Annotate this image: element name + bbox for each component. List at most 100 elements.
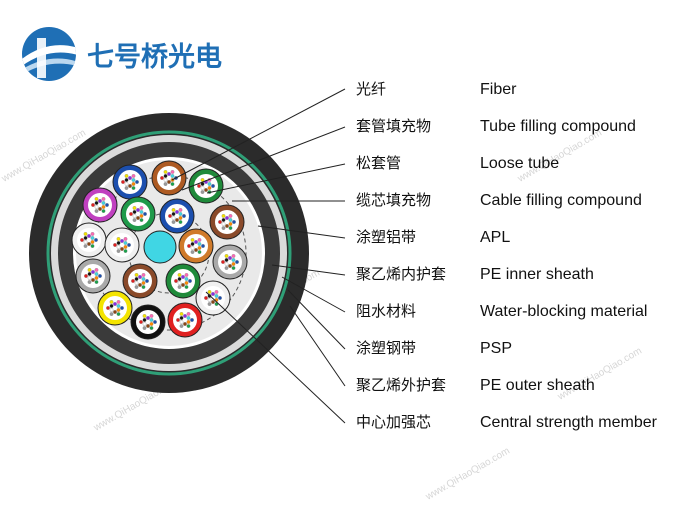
label-list: 光纤 Fiber 套管填充物 Tube filling compound 松套管… bbox=[356, 80, 658, 431]
leader-line-pe-outer bbox=[289, 305, 346, 387]
label-en-pe-inner: PE inner sheath bbox=[480, 266, 594, 283]
optical-fiber bbox=[176, 318, 180, 322]
loose-tubes bbox=[71, 160, 248, 340]
optical-fiber bbox=[194, 240, 198, 244]
optical-fiber bbox=[87, 268, 92, 272]
optical-fiber bbox=[113, 310, 117, 314]
optical-fiber bbox=[135, 180, 139, 184]
optical-fiber bbox=[163, 178, 168, 182]
optical-fiber bbox=[131, 174, 136, 178]
optical-fiber bbox=[134, 277, 139, 281]
optical-fiber bbox=[146, 316, 150, 320]
optical-fiber bbox=[109, 300, 114, 304]
optical-fiber bbox=[179, 312, 184, 316]
optical-fiber bbox=[149, 314, 154, 318]
optical-fiber bbox=[116, 245, 121, 249]
optical-fiber bbox=[113, 243, 117, 247]
optical-fiber bbox=[178, 216, 183, 220]
optical-fiber bbox=[87, 276, 92, 280]
tube-filling-compound bbox=[126, 202, 150, 226]
optical-fiber bbox=[179, 316, 184, 320]
optical-fiber bbox=[197, 242, 202, 246]
optical-fiber bbox=[105, 203, 109, 207]
optical-fiber bbox=[175, 218, 179, 222]
optical-fiber bbox=[177, 285, 182, 289]
optical-fiber bbox=[186, 312, 191, 316]
label-zh-pe-inner: 聚乙烯内护套 bbox=[356, 265, 446, 283]
optical-fiber bbox=[171, 212, 176, 216]
optical-fiber bbox=[231, 258, 236, 262]
optical-fiber bbox=[221, 260, 225, 264]
optical-fiber bbox=[204, 296, 208, 300]
optical-fiber bbox=[141, 281, 146, 285]
optical-fiber bbox=[181, 283, 185, 287]
optical-fiber bbox=[187, 244, 191, 248]
optical-fiber bbox=[129, 212, 133, 216]
optical-fiber bbox=[94, 276, 99, 280]
optical-fiber bbox=[170, 174, 175, 178]
optical-fiber bbox=[142, 326, 147, 330]
optical-fiber bbox=[116, 304, 121, 308]
label-en-cable-filling: Cable filling compound bbox=[480, 192, 642, 209]
optical-fiber bbox=[225, 216, 229, 220]
label-en-central: Central strength member bbox=[480, 414, 658, 431]
optical-fiber bbox=[131, 178, 136, 182]
optical-fiber bbox=[171, 220, 176, 224]
label-en-loose-tube: Loose tube bbox=[480, 155, 559, 172]
optical-fiber bbox=[132, 214, 137, 218]
watermark-text: www.QiHaoQiao.com bbox=[423, 446, 512, 504]
optical-fiber bbox=[175, 210, 179, 214]
optical-fiber bbox=[123, 249, 128, 253]
optical-fiber bbox=[116, 312, 121, 316]
leader-line-apl bbox=[257, 225, 346, 239]
watermark-text: www.QiHaoQiao.com bbox=[555, 346, 644, 404]
label-zh-fiber: 光纤 bbox=[356, 80, 386, 98]
label-zh-tube-filling: 套管填充物 bbox=[356, 117, 431, 135]
optical-fiber bbox=[174, 279, 178, 283]
optical-fiber bbox=[87, 234, 91, 238]
optical-fiber bbox=[141, 285, 146, 289]
optical-fiber bbox=[94, 205, 99, 209]
optical-fiber bbox=[207, 186, 212, 190]
optical-fiber bbox=[149, 326, 154, 330]
optical-fiber bbox=[91, 270, 95, 274]
label-zh-pe-outer: 聚乙烯外护套 bbox=[356, 376, 446, 394]
optical-fiber bbox=[170, 182, 175, 186]
optical-fiber bbox=[211, 300, 215, 304]
tube-filling-compound bbox=[118, 170, 142, 194]
label-zh-psp: 涂塑钢带 bbox=[356, 339, 416, 357]
optical-fiber bbox=[184, 281, 189, 285]
optical-fiber bbox=[123, 237, 128, 241]
optical-fiber bbox=[90, 240, 95, 244]
optical-fiber bbox=[171, 216, 176, 220]
leader-line-tube-filling bbox=[181, 126, 346, 191]
optical-fiber bbox=[145, 279, 149, 283]
optical-fiber bbox=[221, 214, 226, 218]
optical-fiber bbox=[101, 201, 106, 205]
optical-fiber bbox=[136, 216, 140, 220]
optical-fiber bbox=[228, 214, 233, 218]
optical-fiber bbox=[120, 239, 124, 243]
optical-fiber bbox=[225, 224, 229, 228]
optical-fiber bbox=[94, 201, 99, 205]
optical-fiber bbox=[207, 182, 212, 186]
optical-fiber bbox=[163, 182, 168, 186]
optical-fiber bbox=[124, 182, 129, 186]
label-en-tube-filling: Tube filling compound bbox=[480, 118, 636, 135]
optical-fiber bbox=[124, 178, 129, 182]
optical-fiber bbox=[143, 212, 147, 216]
optical-fiber bbox=[123, 241, 128, 245]
tube-filling-compound bbox=[103, 296, 127, 320]
optical-fiber bbox=[228, 264, 232, 268]
optical-fiber bbox=[197, 184, 201, 188]
optical-fiber bbox=[87, 272, 92, 276]
optical-fiber bbox=[134, 285, 139, 289]
optical-fiber bbox=[184, 273, 189, 277]
label-zh-cable-filling: 缆芯填充物 bbox=[356, 191, 431, 209]
optical-fiber bbox=[109, 304, 114, 308]
optical-fiber bbox=[139, 320, 143, 324]
optical-fiber bbox=[90, 232, 95, 236]
optical-fiber bbox=[98, 207, 102, 211]
tube-filling-compound bbox=[215, 210, 239, 234]
